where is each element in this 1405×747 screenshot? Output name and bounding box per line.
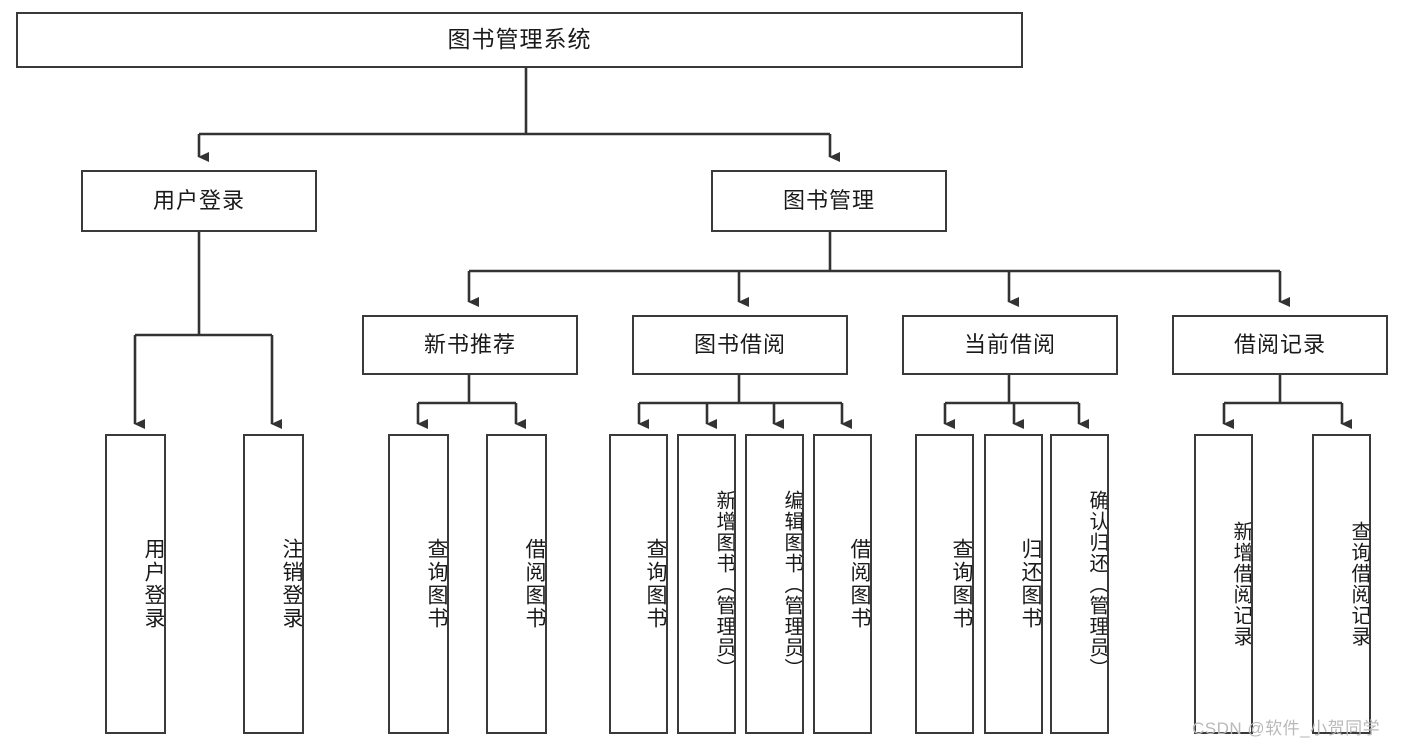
leaf-new-book-query-book[interactable]: 查询图书: [388, 434, 449, 734]
node-borrow-record[interactable]: 借阅记录: [1172, 315, 1388, 375]
node-user-login[interactable]: 用户登录: [81, 170, 317, 232]
leaf-book-borrow-borrow-book[interactable]: 借阅图书: [813, 434, 872, 734]
leaf-new-book-borrow-book[interactable]: 借阅图书: [486, 434, 547, 734]
leaf-borrow-record-add-record[interactable]: 新增借阅记录: [1194, 434, 1253, 734]
node-label: 用户登录: [142, 538, 165, 630]
node-label: 查询图书: [644, 538, 667, 630]
leaf-current-borrow-return-book[interactable]: 归还图书: [984, 434, 1043, 734]
node-label: 归还图书: [1019, 538, 1042, 630]
leaf-book-borrow-edit-book-admin[interactable]: 编辑图书（管理员）: [745, 434, 804, 734]
node-label: 编辑图书（管理员）: [781, 489, 803, 679]
node-label: 新增借阅记录: [1230, 521, 1252, 647]
node-book-management[interactable]: 图书管理: [711, 170, 947, 232]
node-label: 确认归还（管理员）: [1086, 489, 1108, 679]
node-label: 借阅图书: [523, 538, 546, 630]
node-label: 借阅图书: [848, 538, 871, 630]
leaf-current-borrow-query-book[interactable]: 查询图书: [915, 434, 974, 734]
node-label: 查询图书: [425, 538, 448, 630]
node-label: 图书借阅: [693, 331, 786, 357]
leaf-user-login-login[interactable]: 用户登录: [105, 434, 166, 734]
leaf-user-login-logout[interactable]: 注销登录: [243, 434, 304, 734]
node-label: 当前借阅: [963, 331, 1056, 357]
node-new-book-recommend[interactable]: 新书推荐: [362, 315, 578, 375]
node-label: 查询借阅记录: [1348, 521, 1370, 647]
leaf-borrow-record-query-record[interactable]: 查询借阅记录: [1312, 434, 1371, 734]
node-label: 借阅记录: [1233, 331, 1326, 357]
node-root-book-management-system[interactable]: 图书管理系统: [16, 12, 1023, 68]
node-label: 图书管理系统: [447, 26, 592, 53]
node-label: 图书管理: [782, 187, 875, 213]
csdn-watermark: CSDN @软件_小贺同学: [1192, 719, 1381, 738]
leaf-book-borrow-add-book-admin[interactable]: 新增图书（管理员）: [677, 434, 736, 734]
node-label: 新书推荐: [423, 331, 516, 357]
node-label: 注销登录: [280, 538, 303, 630]
node-label: 新增图书（管理员）: [713, 489, 735, 679]
leaf-book-borrow-query-book[interactable]: 查询图书: [609, 434, 668, 734]
node-current-borrow[interactable]: 当前借阅: [902, 315, 1118, 375]
leaf-current-borrow-confirm-return-admin[interactable]: 确认归还（管理员）: [1050, 434, 1109, 734]
node-book-borrow[interactable]: 图书借阅: [632, 315, 848, 375]
node-label: 查询图书: [950, 538, 973, 630]
node-label: 用户登录: [152, 187, 245, 213]
